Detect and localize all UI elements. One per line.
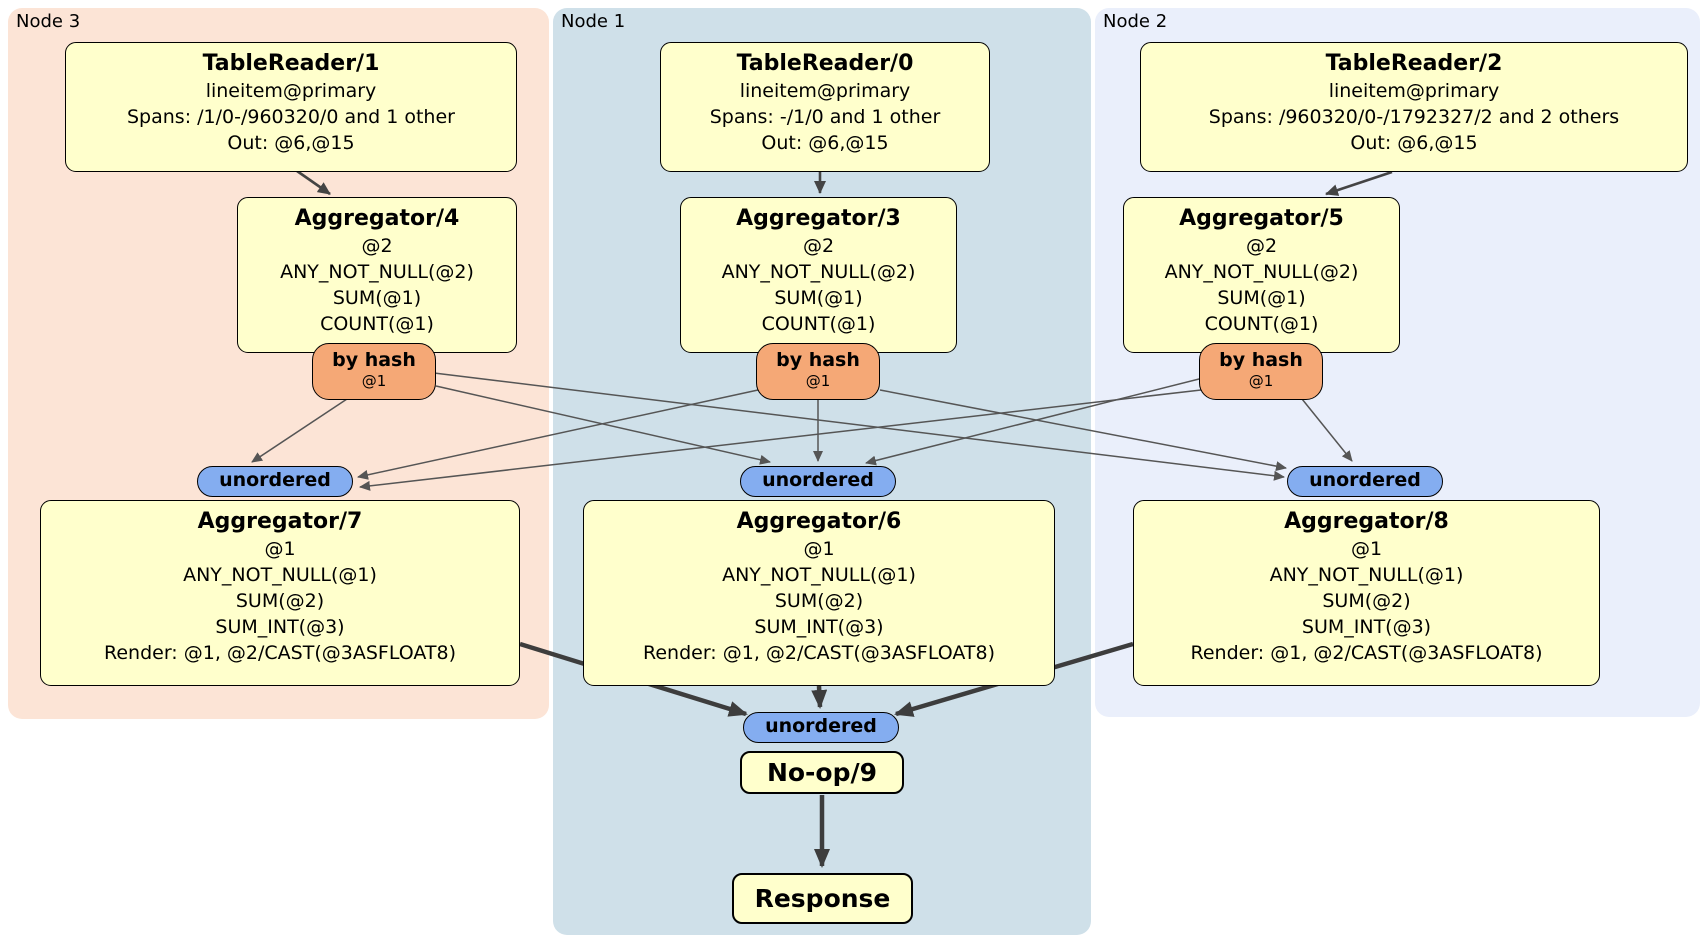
edge-hash3-sync3 bbox=[251, 396, 351, 463]
tablereader-0-box: TableReader/0 lineitem@primary Spans: -/… bbox=[660, 42, 990, 172]
aggregator-6-fn1: ANY_NOT_NULL(@1) bbox=[722, 564, 916, 586]
aggregator-3-title: Aggregator/3 bbox=[736, 206, 901, 231]
aggregator-4-fn1: ANY_NOT_NULL(@2) bbox=[280, 261, 474, 283]
edge-tr1-agg4 bbox=[296, 169, 331, 196]
aggregator-5-fn1: ANY_NOT_NULL(@2) bbox=[1164, 261, 1359, 283]
unordered-sync-final: unordered bbox=[743, 712, 899, 743]
unordered-sync-node3: unordered bbox=[197, 466, 353, 497]
hash-router-node2-label: by hash bbox=[1219, 349, 1303, 371]
aggregator-6-fn2: SUM(@2) bbox=[774, 590, 864, 612]
aggregator-3-box: Aggregator/3 @2 ANY_NOT_NULL(@2) SUM(@1)… bbox=[680, 197, 957, 353]
tablereader-0-out: Out: @6,@15 bbox=[761, 132, 889, 154]
tablereader-0-spans: Spans: -/1/0 and 1 other bbox=[709, 106, 941, 128]
node2-group-label: Node 2 bbox=[1103, 11, 1168, 32]
aggregator-7-group: @1 bbox=[264, 538, 296, 560]
aggregator-5-title: Aggregator/5 bbox=[1179, 206, 1344, 231]
edge-tr2-agg5 bbox=[1325, 170, 1393, 196]
tablereader-0-index: lineitem@primary bbox=[739, 80, 911, 102]
edge-hash2-sync2 bbox=[1297, 393, 1353, 462]
aggregator-7-fn1: ANY_NOT_NULL(@1) bbox=[183, 564, 377, 586]
aggregator-8-fn3: SUM_INT(@3) bbox=[1301, 616, 1432, 638]
aggregator-4-fn3: COUNT(@1) bbox=[320, 313, 434, 335]
hash-router-node1-key: @1 bbox=[805, 372, 831, 390]
node3-group-label: Node 3 bbox=[16, 11, 81, 32]
aggregator-8-group: @1 bbox=[1350, 538, 1383, 560]
aggregator-8-box: Aggregator/8 @1 ANY_NOT_NULL(@1) SUM(@2)… bbox=[1133, 500, 1600, 686]
aggregator-5-group: @2 bbox=[1245, 235, 1278, 257]
aggregator-3-fn1: ANY_NOT_NULL(@2) bbox=[721, 261, 916, 283]
tablereader-1-title: TableReader/1 bbox=[202, 51, 380, 76]
tablereader-1-index: lineitem@primary bbox=[205, 80, 377, 102]
aggregator-6-title: Aggregator/6 bbox=[736, 509, 902, 534]
response-box: Response bbox=[732, 873, 913, 924]
hash-router-node1: by hash @1 bbox=[756, 343, 880, 400]
noop-box: No-op/9 bbox=[740, 751, 904, 794]
aggregator-8-fn1: ANY_NOT_NULL(@1) bbox=[1269, 564, 1464, 586]
unordered-sync-node1: unordered bbox=[740, 466, 896, 497]
edge-hash1-sync3 bbox=[357, 389, 759, 480]
tablereader-1-box: TableReader/1 lineitem@primary Spans: /1… bbox=[65, 42, 517, 172]
hash-router-node3-key: @1 bbox=[361, 372, 387, 390]
aggregator-7-fn2: SUM(@2) bbox=[235, 590, 325, 612]
tablereader-2-title: TableReader/2 bbox=[1325, 51, 1503, 76]
tablereader-2-index: lineitem@primary bbox=[1328, 80, 1500, 102]
edge-hash3-sync2 bbox=[433, 372, 1285, 481]
aggregator-7-box: Aggregator/7 @1 ANY_NOT_NULL(@1) SUM(@2)… bbox=[40, 500, 520, 686]
aggregator-8-title: Aggregator/8 bbox=[1284, 509, 1449, 534]
tablereader-1-out: Out: @6,@15 bbox=[227, 132, 355, 154]
aggregator-3-fn3: COUNT(@1) bbox=[761, 313, 876, 335]
aggregator-4-title: Aggregator/4 bbox=[294, 206, 460, 231]
tablereader-2-spans: Spans: /960320/0-/1792327/2 and 2 others bbox=[1208, 106, 1620, 128]
aggregator-4-fn2: SUM(@1) bbox=[332, 287, 422, 309]
aggregator-6-render: Render: @1, @2/CAST(@3ASFLOAT8) bbox=[643, 642, 995, 664]
tablereader-2-out: Out: @6,@15 bbox=[1350, 132, 1478, 154]
tablereader-0-title: TableReader/0 bbox=[736, 51, 914, 76]
hash-router-node2: by hash @1 bbox=[1199, 343, 1323, 400]
aggregator-7-title: Aggregator/7 bbox=[197, 509, 363, 534]
aggregator-6-group: @1 bbox=[803, 538, 835, 560]
hash-router-node1-label: by hash bbox=[776, 349, 860, 371]
aggregator-7-render: Render: @1, @2/CAST(@3ASFLOAT8) bbox=[104, 642, 456, 664]
edge-agg6-finalsync bbox=[811, 685, 828, 709]
aggregator-7-fn3: SUM_INT(@3) bbox=[215, 616, 345, 638]
aggregator-4-box: Aggregator/4 @2 ANY_NOT_NULL(@2) SUM(@1)… bbox=[237, 197, 517, 353]
aggregator-6-fn3: SUM_INT(@3) bbox=[754, 616, 884, 638]
tablereader-1-spans: Spans: /1/0-/960320/0 and 1 other bbox=[127, 106, 455, 128]
aggregator-3-fn2: SUM(@1) bbox=[774, 287, 863, 309]
edge-hash1-sync2 bbox=[879, 389, 1287, 472]
hash-router-node3-label: by hash bbox=[332, 349, 416, 371]
unordered-sync-node2: unordered bbox=[1287, 466, 1443, 497]
edge-hash2-sync1 bbox=[865, 377, 1204, 466]
edge-hash2-sync3 bbox=[359, 389, 1202, 491]
node1-group-label: Node 1 bbox=[561, 11, 626, 32]
hash-router-node3: by hash @1 bbox=[312, 343, 436, 400]
tablereader-2-box: TableReader/2 lineitem@primary Spans: /9… bbox=[1140, 42, 1688, 172]
aggregator-5-fn2: SUM(@1) bbox=[1217, 287, 1306, 309]
hash-router-node2-key: @1 bbox=[1248, 372, 1274, 390]
aggregator-6-box: Aggregator/6 @1 ANY_NOT_NULL(@1) SUM(@2)… bbox=[583, 500, 1055, 686]
aggregator-4-group: @2 bbox=[361, 235, 393, 257]
aggregator-8-fn2: SUM(@2) bbox=[1322, 590, 1411, 612]
aggregator-8-render: Render: @1, @2/CAST(@3ASFLOAT8) bbox=[1190, 642, 1543, 664]
aggregator-3-group: @2 bbox=[802, 235, 835, 257]
aggregator-5-box: Aggregator/5 @2 ANY_NOT_NULL(@2) SUM(@1)… bbox=[1123, 197, 1400, 353]
aggregator-5-fn3: COUNT(@1) bbox=[1204, 313, 1319, 335]
